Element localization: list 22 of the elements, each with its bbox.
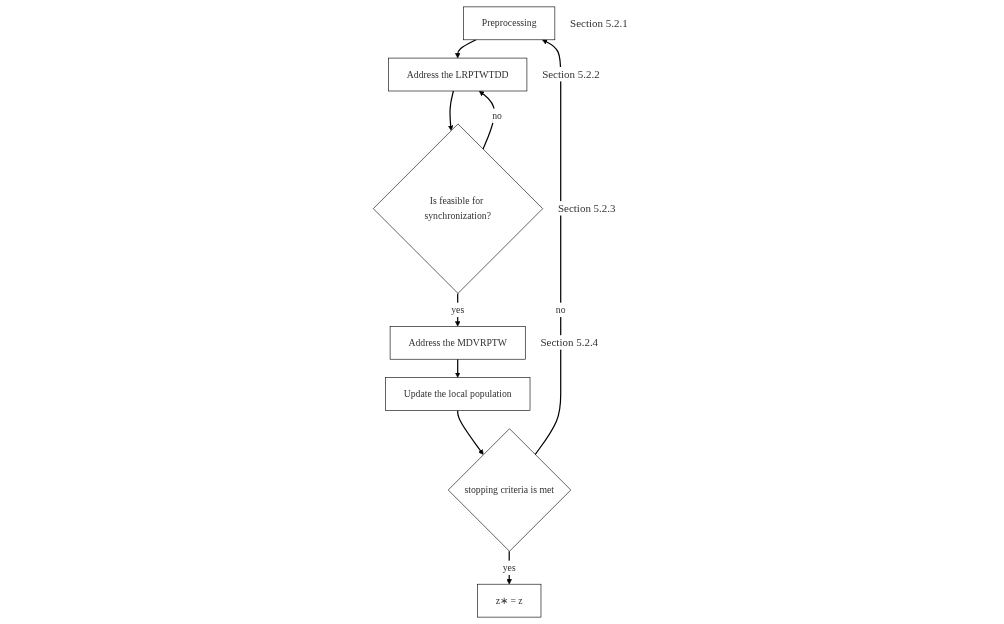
edge-label: yes bbox=[451, 304, 465, 315]
edge-label: no bbox=[555, 304, 566, 315]
node-box: Preprocessing bbox=[463, 6, 556, 41]
node-diamond: Is feasible for synchronization? bbox=[372, 123, 544, 294]
section-reference: Section 5.2.2 bbox=[542, 68, 600, 81]
arrow bbox=[455, 39, 477, 59]
node-box: z∗ = z bbox=[477, 583, 542, 618]
edge-label: yes bbox=[502, 562, 516, 573]
arrow bbox=[534, 39, 562, 456]
section-reference: Section 5.2.4 bbox=[540, 336, 599, 349]
node-box: Update the local population bbox=[385, 377, 531, 411]
arrow bbox=[457, 409, 484, 455]
arrow bbox=[448, 90, 455, 131]
arrow bbox=[478, 90, 496, 150]
edge-label: no bbox=[492, 110, 502, 121]
section-reference: Section 5.2.3 bbox=[557, 202, 616, 215]
section-reference: Section 5.2.1 bbox=[570, 17, 628, 29]
node-box: Address the LRPTWTDD bbox=[388, 57, 528, 92]
arrow bbox=[455, 358, 461, 378]
node-box: Address the MDVRPTW bbox=[389, 326, 526, 360]
arrow bbox=[506, 550, 512, 585]
node-diamond: stopping criteria is met bbox=[447, 428, 572, 552]
